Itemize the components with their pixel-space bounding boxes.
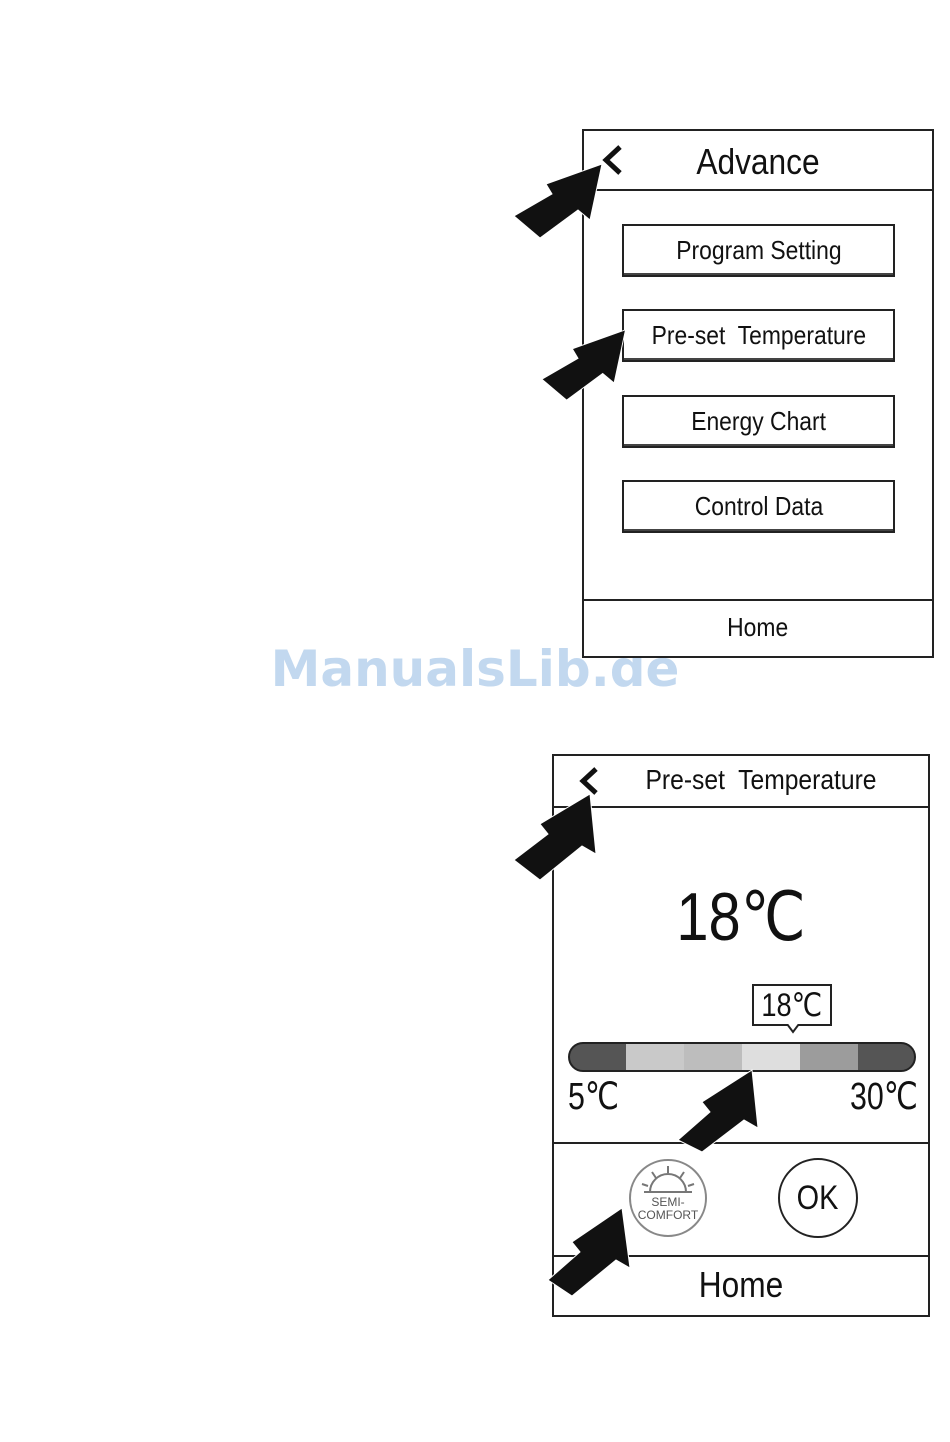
slider-segment [858, 1042, 916, 1072]
bubble-pointer [787, 1024, 799, 1034]
home-button[interactable]: Home [584, 599, 932, 656]
energy-chart-button[interactable]: Energy Chart [622, 395, 895, 448]
slider-segment [800, 1042, 859, 1072]
preset-temperature-button[interactable]: Pre-set Temperature [622, 309, 895, 362]
slider-max-label: 30℃ [833, 1074, 918, 1119]
pointer-arrow [540, 324, 635, 404]
ok-button[interactable]: OK [778, 1158, 858, 1238]
current-temperature: 18℃ [554, 878, 928, 957]
slider-segment [568, 1042, 627, 1072]
program-setting-button[interactable]: Program Setting [622, 224, 895, 277]
semi-comfort-label: COMFORT [628, 1209, 708, 1222]
advance-header: Advance [584, 131, 932, 191]
slider-value-bubble: 18℃ [752, 984, 832, 1026]
semi-comfort-button[interactable]: SEMI- COMFORT [628, 1158, 708, 1238]
control-data-button[interactable]: Control Data [622, 480, 895, 533]
preset-header: Pre-set Temperature [554, 756, 928, 808]
page-title: Pre-set Temperature [614, 764, 908, 796]
pointer-arrow [512, 158, 612, 242]
pointer-arrow [676, 1066, 766, 1154]
pointer-arrow [546, 1204, 636, 1300]
pointer-arrow [512, 790, 602, 882]
page-title: Advance [605, 141, 911, 183]
slider-min-label: 5℃ [568, 1074, 632, 1119]
